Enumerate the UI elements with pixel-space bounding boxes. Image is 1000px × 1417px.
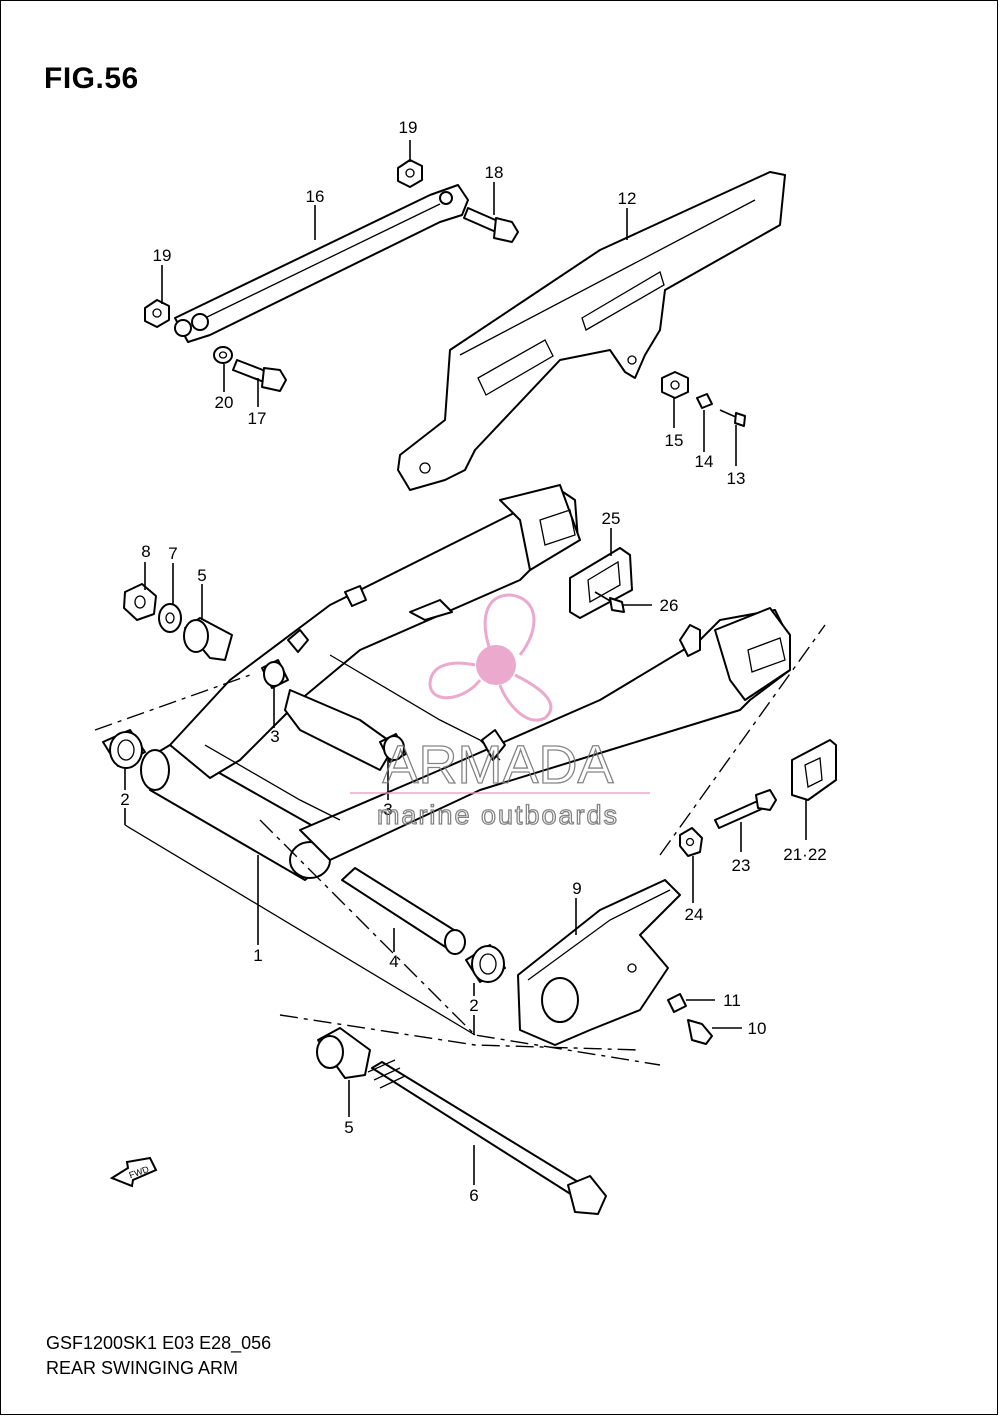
part-screw-13 xyxy=(719,409,746,427)
callout-1: 1 xyxy=(253,946,262,965)
part-bearing-2-left xyxy=(102,729,146,769)
callout-14: 14 xyxy=(695,452,714,471)
fwd-arrow-icon: FWD xyxy=(109,1156,158,1188)
callout-25: 25 xyxy=(602,509,621,528)
part-plate-25 xyxy=(569,547,633,619)
part-washer-7 xyxy=(158,603,182,633)
callout-8: 8 xyxy=(141,542,150,561)
watermark: ARMADA marine outboards xyxy=(350,593,650,831)
part-spacer-5-lower xyxy=(316,1027,371,1079)
callout-19-left: 19 xyxy=(153,246,172,265)
watermark-tagline: marine outboards xyxy=(377,800,619,830)
callout-18: 18 xyxy=(485,163,504,182)
callout-10: 10 xyxy=(748,1019,767,1038)
callout-19-top: 19 xyxy=(399,118,418,137)
callout-6: 6 xyxy=(469,1186,478,1205)
callout-15: 15 xyxy=(665,431,684,450)
part-nut-8 xyxy=(123,583,157,621)
part-bolt-10 xyxy=(687,1019,713,1045)
part-chain-case xyxy=(397,171,786,491)
part-nut-24 xyxy=(679,827,703,857)
callout-5-lower: 5 xyxy=(344,1118,353,1137)
part-bearing-2-right xyxy=(465,944,506,983)
callout-11: 11 xyxy=(723,991,741,1010)
model-code: GSF1200SK1 E03 E28_056 xyxy=(46,1333,272,1353)
part-chain-buffer xyxy=(517,879,681,1046)
callout-labels: 19 18 16 12 19 20 17 15 14 13 25 26 8 7 … xyxy=(120,118,826,1205)
watermark-brand: ARMADA xyxy=(382,735,613,795)
part-pivot-shaft-6 xyxy=(367,1059,607,1215)
callout-3-lower: 3 xyxy=(383,800,392,819)
callout-16: 16 xyxy=(306,187,325,206)
part-spacer-5-upper xyxy=(183,617,233,661)
part-spacer-4 xyxy=(341,867,466,955)
callout-5-upper: 5 xyxy=(197,566,206,585)
callout-21-22: 21·22 xyxy=(783,845,826,864)
callout-24: 24 xyxy=(685,905,704,924)
figure-title: FIG.56 xyxy=(44,62,139,95)
part-torque-link xyxy=(174,184,469,343)
part-collar-14 xyxy=(696,393,713,409)
callout-13: 13 xyxy=(727,469,746,488)
callout-3-upper: 3 xyxy=(270,727,279,746)
callout-2-left: 2 xyxy=(120,790,129,809)
part-bushing-3-upper xyxy=(261,659,289,689)
callout-12: 12 xyxy=(618,189,637,208)
part-bolt-23 xyxy=(714,789,777,829)
callout-20: 20 xyxy=(215,393,234,412)
part-bolt-17 xyxy=(232,359,287,392)
callout-4: 4 xyxy=(389,952,398,971)
part-bolt-18 xyxy=(463,207,519,243)
callout-7: 7 xyxy=(168,544,177,563)
propeller-logo-icon xyxy=(428,593,553,722)
part-collar-11 xyxy=(667,993,687,1013)
callout-9: 9 xyxy=(572,879,581,898)
figure-description: REAR SWINGING ARM xyxy=(46,1358,239,1378)
part-grommet-15 xyxy=(661,371,689,399)
callout-23: 23 xyxy=(732,856,751,875)
callout-26: 26 xyxy=(660,596,679,615)
leader-lines xyxy=(124,140,807,1185)
part-screw-26 xyxy=(594,591,625,613)
part-clip-2122 xyxy=(791,739,837,801)
part-swing-arm xyxy=(140,484,791,881)
part-bushing-3-lower xyxy=(379,733,407,763)
callout-2-right: 2 xyxy=(469,996,478,1015)
part-washer-20 xyxy=(213,346,233,364)
part-nut-19-top xyxy=(397,159,423,188)
part-nut-19-left xyxy=(144,299,170,328)
callout-17: 17 xyxy=(248,409,267,428)
